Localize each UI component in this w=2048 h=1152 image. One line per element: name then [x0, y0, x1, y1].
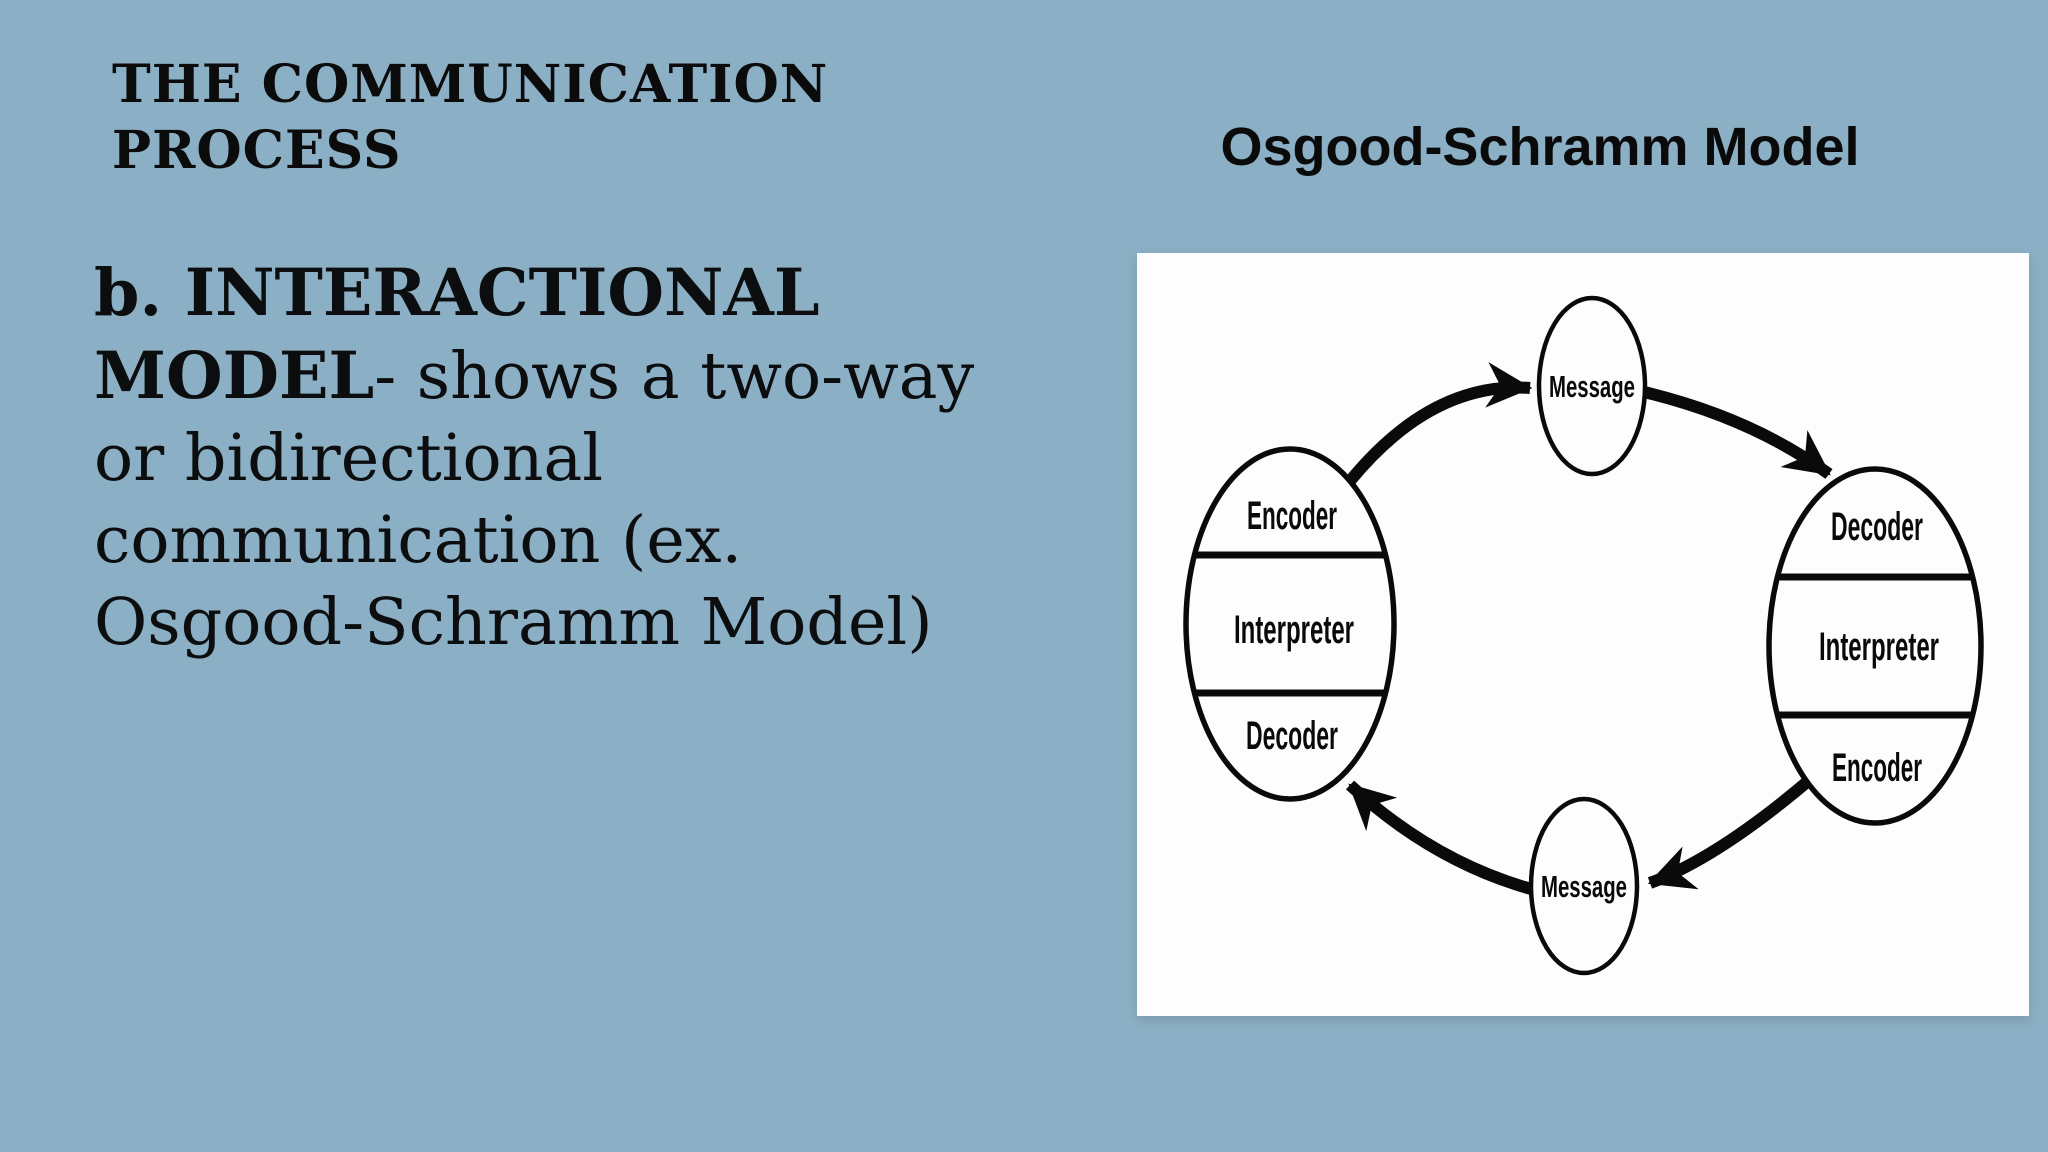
- right-encoder-label: Encoder: [1832, 746, 1922, 790]
- body-line: communication (ex.: [94, 503, 743, 578]
- page-title-line2: PROCESS: [112, 120, 402, 181]
- left-interpreter-label: Interpreter: [1234, 608, 1354, 652]
- osgood-schramm-diagram: Encoder Interpreter Decoder Decoder Inte…: [1137, 253, 2029, 1016]
- arrow-right-to-bottom-message: [1647, 777, 1811, 890]
- page-title: THE COMMUNICATION PROCESS: [112, 52, 828, 184]
- body-line: MODEL- shows a two-way: [94, 338, 975, 414]
- body-line: Osgood-Schramm Model): [94, 585, 933, 660]
- top-message-ellipse: [1536, 295, 1648, 477]
- body-line: b. INTERACTIONAL: [94, 255, 820, 331]
- diagram-title: Osgood-Schramm Model: [1220, 117, 1860, 177]
- right-participant-ellipse: [1766, 466, 1984, 826]
- arrow-top-message-to-right: [1642, 386, 1833, 479]
- right-decoder-label: Decoder: [1831, 505, 1923, 549]
- left-encoder-label: Encoder: [1247, 494, 1337, 538]
- top-message-label: Message: [1549, 369, 1635, 404]
- body-paragraph: b. INTERACTIONAL MODEL- shows a two-way …: [94, 252, 1094, 664]
- diagram-svg: Encoder Interpreter Decoder Decoder Inte…: [1183, 295, 1984, 976]
- arrow-bottom-message-to-left: [1345, 780, 1533, 895]
- page-title-line1: THE COMMUNICATION: [112, 54, 829, 115]
- left-participant-ellipse: [1183, 446, 1397, 802]
- body-line: or bidirectional: [94, 421, 604, 496]
- right-interpreter-label: Interpreter: [1819, 625, 1939, 669]
- arrow-left-to-top-message: [1345, 362, 1533, 485]
- bottom-message-label: Message: [1541, 869, 1627, 904]
- left-decoder-label: Decoder: [1246, 714, 1338, 758]
